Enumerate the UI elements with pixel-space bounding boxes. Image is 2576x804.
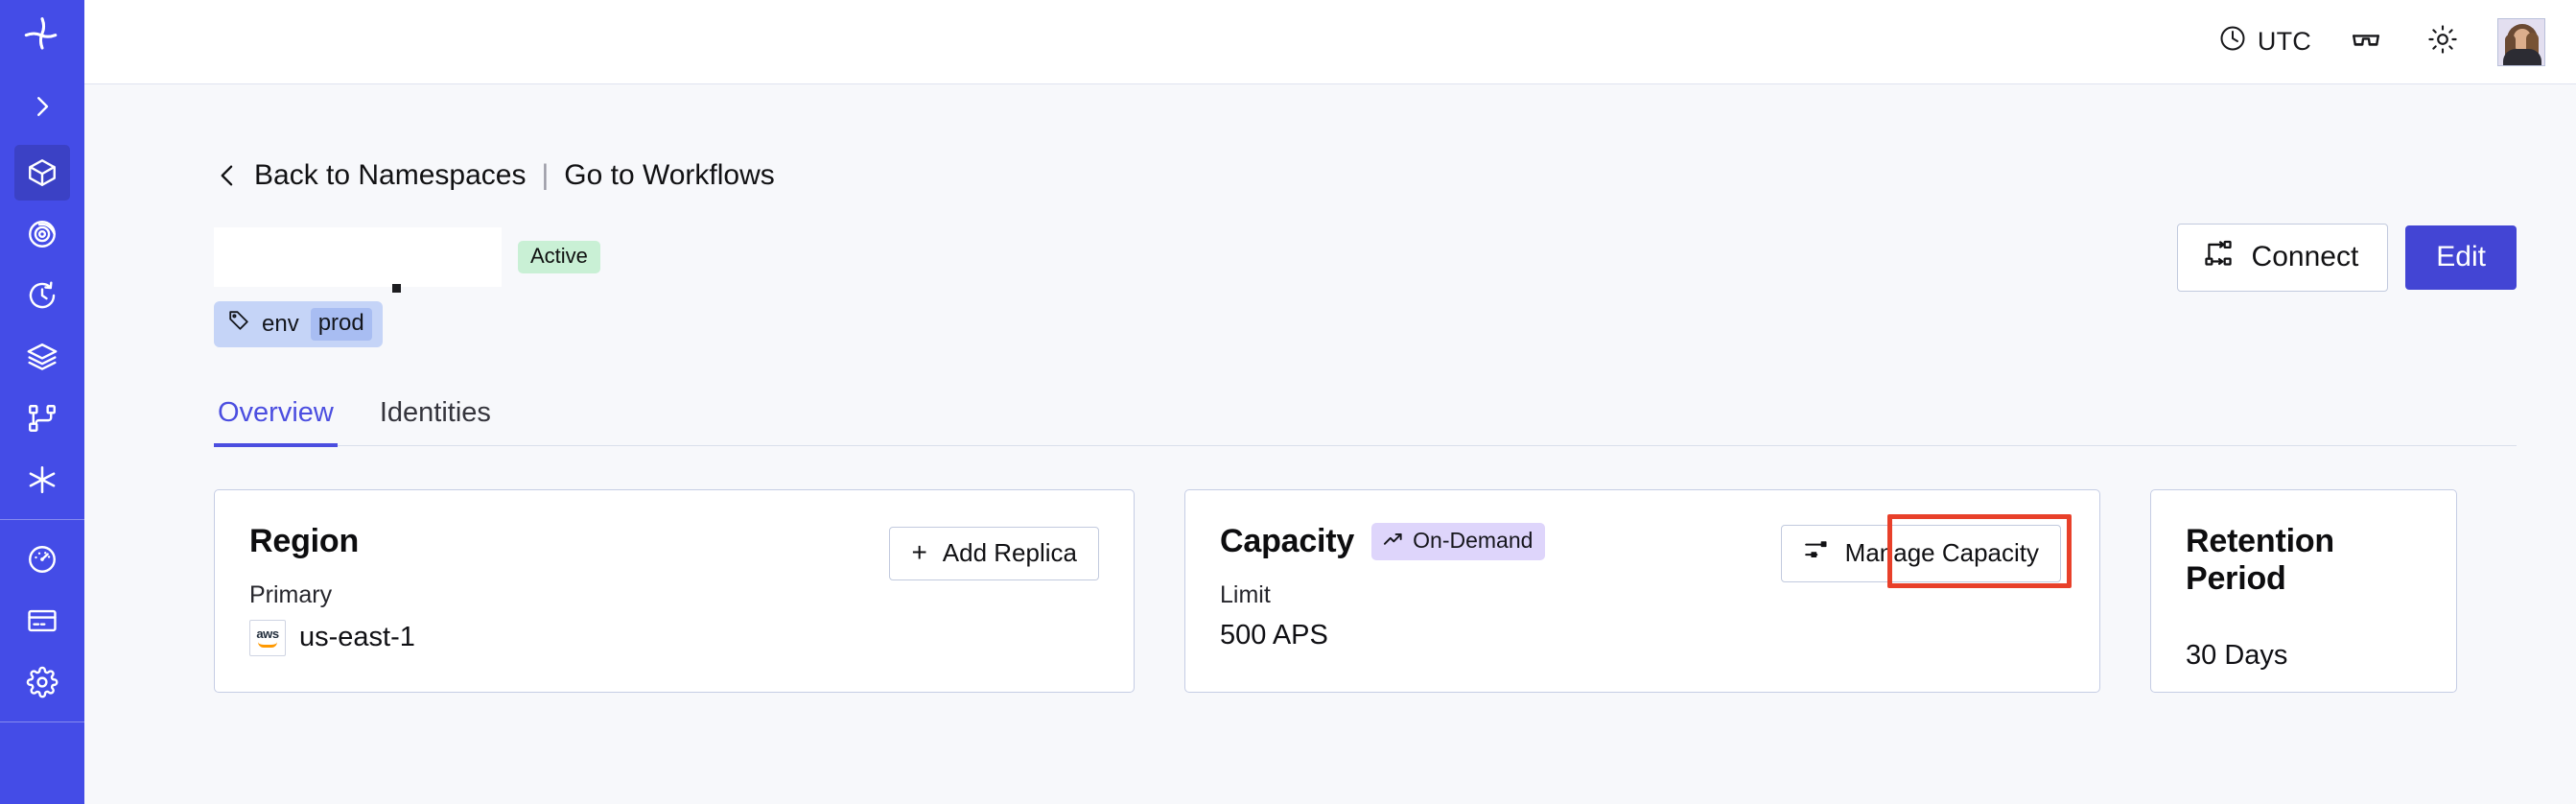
temporal-star-logo-icon [21,14,63,57]
region-primary-label: Primary [249,580,333,608]
content-area: Back to Namespaces | Go to Workflows Act… [84,84,2576,804]
connect-button[interactable]: Connect [2176,223,2389,292]
connect-button-label: Connect [2251,240,2359,272]
capacity-card: Capacity On-Demand [1184,488,2100,693]
tag-icon [227,309,250,339]
breadcrumb-divider: | [541,159,550,191]
clock-icon [2218,24,2247,59]
retention-card-title: Retention Period [2186,522,2334,597]
namespace-header-row: Active [214,223,2517,293]
breadcrumb: Back to Namespaces | Go to Workflows [214,159,2517,192]
timezone-selector[interactable]: UTC [2218,24,2311,59]
on-demand-badge-label: On-Demand [1413,527,1534,553]
sun-icon [2427,24,2458,59]
sidebar-item-schedules[interactable] [14,268,70,323]
avatar-body [2503,48,2541,65]
sidebar-item-layers[interactable] [14,329,70,385]
capacity-card-head: Capacity On-Demand [1220,522,2065,560]
on-demand-badge: On-Demand [1371,522,1546,560]
reading-glasses-icon [2350,23,2382,60]
gauge-icon [26,543,59,576]
add-replica-button[interactable]: + Add Replica [889,526,1099,580]
sidebar-item-namespaces[interactable] [14,145,70,201]
edit-button[interactable]: Edit [2405,225,2517,290]
avatar-hair-left [2505,34,2516,62]
sidebar-divider-2 [0,721,84,722]
retention-value: 30 Days [2186,639,2288,671]
region-card-head: Region [249,523,1099,560]
reading-glasses-button[interactable] [2344,20,2388,64]
sidebar-collapse-toggle[interactable] [0,71,84,142]
sidebar-item-nexus[interactable] [14,452,70,508]
retention-card-head: Retention Period [2186,523,2422,598]
timezone-label: UTC [2257,27,2311,56]
overview-cards: Region + Add Replica Primary aws us-east… [214,488,2517,693]
sidebar [0,0,84,804]
top-bar: UTC [84,0,2576,84]
breadcrumb-workflows-link[interactable]: Go to Workflows [564,159,775,191]
status-badge: Active [518,241,600,273]
region-card: Region + Add Replica Primary aws us-east… [214,488,1135,693]
eye-spiral-icon [26,218,59,250]
sidebar-item-billing[interactable] [14,593,70,649]
region-value-row: aws us-east-1 [249,619,1099,656]
region-card-title: Region [249,522,360,559]
theme-toggle-button[interactable] [2421,20,2465,64]
credit-card-icon [26,604,59,637]
capacity-limit-label: Limit [1220,580,1271,608]
page-title [214,227,502,293]
tag-env[interactable]: env prod [214,301,383,347]
sidebar-item-settings[interactable] [14,654,70,710]
tag-value: prod [310,308,372,341]
add-replica-label: Add Replica [942,537,1077,567]
tag-key: env [262,310,299,337]
sidebar-item-workflows[interactable] [14,390,70,446]
tab-bar: Overview Identities [214,396,2517,447]
region-value: us-east-1 [299,622,415,653]
manage-capacity-button[interactable]: Manage Capacity [1780,524,2061,582]
manage-capacity-label: Manage Capacity [1844,537,2039,567]
aws-logo-icon: aws [249,619,286,656]
main-area: UTC [84,0,2576,804]
trending-up-icon [1382,528,1404,554]
title-redaction-mark [392,284,401,293]
cube-icon [26,156,59,189]
tab-identities[interactable]: Identities [379,396,491,428]
layers-stack-icon [26,341,59,373]
gear-icon [26,666,59,698]
header-actions: Connect Edit [2176,223,2517,292]
chevron-right-icon [28,92,57,121]
sidebar-item-usage[interactable] [14,532,70,587]
sliders-icon [1803,536,1830,570]
breadcrumb-back-link[interactable]: Back to Namespaces [254,159,527,191]
plus-icon: + [911,537,927,568]
capacity-card-title: Capacity [1220,522,1355,559]
connect-nodes-icon [2203,238,2234,276]
chevron-left-icon[interactable] [214,160,241,191]
asterisk-icon [26,463,59,496]
avatar[interactable] [2497,17,2545,66]
sidebar-divider-1 [0,519,84,520]
clock-history-icon [26,279,59,312]
capacity-value: 500 APS [1220,619,1328,650]
top-bar-actions: UTC [2218,17,2545,66]
sidebar-item-observability[interactable] [14,206,70,262]
tab-overview[interactable]: Overview [214,397,338,447]
app-logo[interactable] [0,0,84,71]
retention-card: Retention Period 30 Days [2150,488,2457,693]
git-branch-icon [26,402,59,435]
tags-row: env prod [214,301,2517,347]
